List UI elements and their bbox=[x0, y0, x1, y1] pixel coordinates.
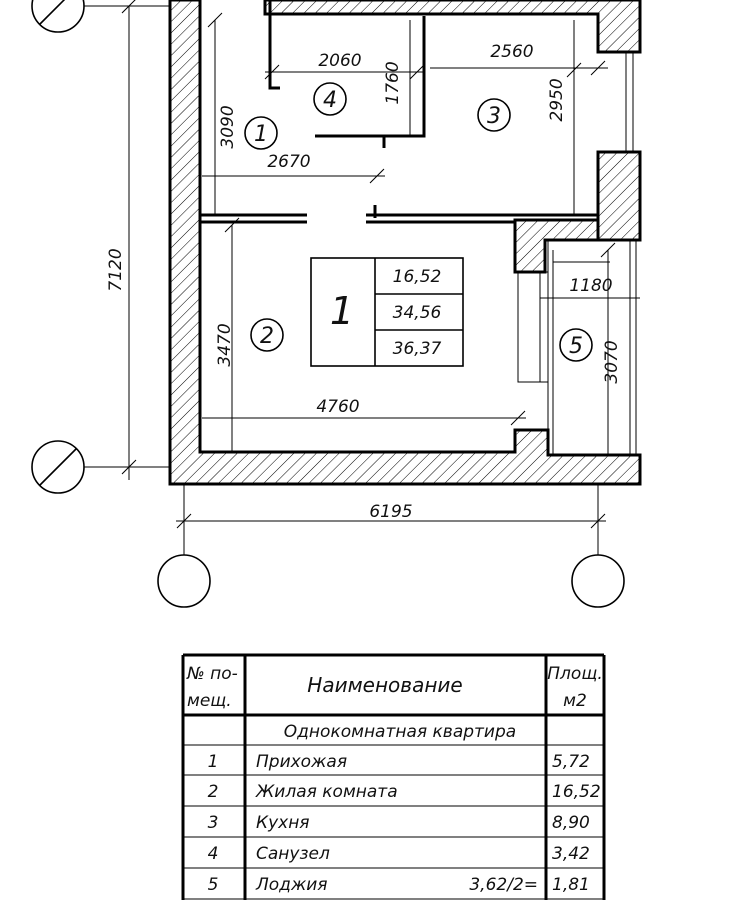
axis-bubble-bottom-right bbox=[571, 485, 625, 608]
loggia-area-formula: 3,62/2= bbox=[469, 875, 538, 895]
table-header-area-line1: Площ. bbox=[547, 664, 602, 684]
interior-dimension-lines bbox=[202, 12, 640, 455]
room4-height-label: 1760 bbox=[383, 61, 403, 104]
table-section-title: Однокомнатная квартира bbox=[284, 722, 516, 742]
svg-text:Санузел: Санузел bbox=[256, 844, 330, 864]
room3-height-label: 2950 bbox=[547, 78, 567, 121]
table-row: 1 Прихожая 5,72 bbox=[208, 752, 590, 772]
svg-text:3: 3 bbox=[208, 813, 219, 833]
table-header-number-line2: мещ. bbox=[187, 691, 232, 711]
total-width-label: 6195 bbox=[369, 502, 412, 522]
table-row: 3 Кухня 8,90 bbox=[208, 813, 590, 833]
svg-text:Лоджия: Лоджия bbox=[255, 875, 328, 895]
total-height-label: 7120 bbox=[106, 248, 126, 291]
room2-width-label: 4760 bbox=[316, 397, 359, 417]
exterior-walls bbox=[168, 0, 642, 486]
interior-walls bbox=[200, 0, 598, 224]
svg-text:3: 3 bbox=[487, 104, 501, 129]
svg-text:Прихожая: Прихожая bbox=[256, 752, 347, 772]
axis-bubble-bottom-left bbox=[157, 485, 211, 608]
svg-text:1,81: 1,81 bbox=[552, 875, 590, 895]
table-row: 5 Лоджия 3,62/2= 1,81 bbox=[208, 875, 590, 895]
svg-text:2: 2 bbox=[260, 324, 274, 349]
room-marker-3: 3 bbox=[477, 98, 511, 132]
table-row: 2 Жилая комната 16,52 bbox=[208, 782, 601, 802]
stamp-total-with-loggia: 36,37 bbox=[393, 339, 442, 359]
svg-text:16,52: 16,52 bbox=[552, 782, 601, 802]
room2-height-label: 3470 bbox=[215, 323, 235, 366]
room5-width-label: 1180 bbox=[569, 276, 612, 296]
room3-width-label: 2560 bbox=[490, 42, 533, 62]
room-marker-2: 2 bbox=[250, 318, 284, 352]
svg-text:5: 5 bbox=[208, 875, 219, 895]
svg-text:Жилая комната: Жилая комната bbox=[255, 782, 398, 802]
svg-text:4: 4 bbox=[208, 844, 219, 864]
table-header-number-line1: № по- bbox=[186, 664, 238, 684]
apartment-number: 1 bbox=[330, 289, 354, 333]
svg-text:3,42: 3,42 bbox=[552, 844, 590, 864]
room5-height-label: 3070 bbox=[602, 340, 622, 383]
room-marker-4: 4 bbox=[313, 82, 347, 116]
svg-text:4: 4 bbox=[323, 88, 337, 113]
room1-height-label: 3090 bbox=[218, 105, 238, 148]
svg-text:8,90: 8,90 bbox=[552, 813, 590, 833]
svg-text:Кухня: Кухня bbox=[256, 813, 310, 833]
table-row: 4 Санузел 3,42 bbox=[208, 844, 590, 864]
stamp-total-area: 34,56 bbox=[393, 303, 442, 323]
explication-table bbox=[181, 653, 606, 900]
svg-text:5: 5 bbox=[569, 334, 583, 359]
table-header-name: Наименование bbox=[307, 673, 462, 697]
svg-text:1: 1 bbox=[254, 122, 268, 147]
axis-bubble-top-left bbox=[31, 0, 180, 33]
svg-text:1: 1 bbox=[208, 752, 219, 772]
room-marker-1: 1 bbox=[244, 116, 278, 150]
svg-text:5,72: 5,72 bbox=[552, 752, 590, 772]
overall-width-dimension bbox=[176, 513, 606, 529]
room4-width-label: 2060 bbox=[318, 51, 361, 71]
room-marker-5: 5 bbox=[559, 328, 593, 362]
window-lines bbox=[517, 52, 637, 455]
stamp-living-area: 16,52 bbox=[393, 267, 442, 287]
room1-width-label: 2670 bbox=[267, 152, 310, 172]
table-header-area-line2: м2 bbox=[563, 691, 587, 711]
apartment-area-stamp bbox=[310, 257, 464, 367]
svg-text:2: 2 bbox=[208, 782, 219, 802]
